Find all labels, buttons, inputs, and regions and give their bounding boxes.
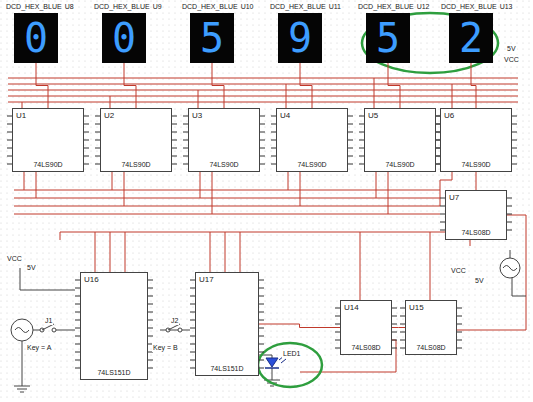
part-name: U4 bbox=[280, 111, 290, 120]
schematic-label: 5V bbox=[474, 276, 485, 285]
display-digit: 5 bbox=[190, 13, 234, 63]
ic-chip: U14 74LS08D bbox=[340, 300, 392, 355]
signal-source bbox=[500, 258, 520, 278]
part-model: 74LS90D bbox=[365, 160, 435, 169]
part-name: U16 bbox=[84, 275, 99, 284]
part-name: U12 bbox=[417, 3, 430, 10]
part-model: 74LS151D bbox=[81, 368, 147, 377]
part-model: 74LS08D bbox=[406, 343, 456, 352]
schematic-label: Key = A bbox=[26, 343, 52, 352]
part-model: 74LS90D bbox=[13, 160, 83, 169]
display-heading: DCD_HEX_BLUEU13 bbox=[441, 2, 515, 11]
schematic-label: LED1 bbox=[282, 349, 302, 358]
schematic-label: J1 bbox=[44, 316, 53, 325]
display-screen: 5 bbox=[366, 13, 410, 63]
ic-chip: U5 74LS90D bbox=[364, 108, 436, 172]
display-heading: DCD_HEX_BLUEU9 bbox=[94, 2, 165, 11]
ic-chip: U15 74LS08D bbox=[405, 300, 457, 355]
schematic-label: VCC bbox=[503, 55, 520, 64]
wire-connector bbox=[388, 63, 400, 108]
part-model: 74LS08D bbox=[341, 343, 391, 352]
part-name: U1 bbox=[16, 111, 26, 120]
display-heading: DCD_HEX_BLUEU8 bbox=[6, 2, 77, 11]
wire-connector bbox=[212, 63, 224, 108]
display-digit: 2 bbox=[449, 13, 493, 63]
part-model: 74LS90D bbox=[101, 160, 171, 169]
display-screen: 0 bbox=[102, 13, 146, 63]
seven-segment-display: DCD_HEX_BLUEU125 bbox=[366, 2, 410, 63]
wire-connector bbox=[392, 327, 405, 328]
switch-j1 bbox=[40, 324, 56, 332]
wire-connector bbox=[124, 63, 136, 108]
schematic-label: Key = B bbox=[152, 343, 179, 352]
signal-source bbox=[11, 319, 33, 341]
display-digit: 9 bbox=[278, 13, 322, 63]
part-name: U15 bbox=[409, 303, 424, 312]
display-screen: 5 bbox=[190, 13, 234, 63]
part-model: DCD_HEX_BLUE bbox=[270, 3, 326, 10]
display-heading: DCD_HEX_BLUEU10 bbox=[182, 2, 256, 11]
part-name: U6 bbox=[444, 111, 454, 120]
display-screen: 2 bbox=[449, 13, 493, 63]
wire-connector bbox=[259, 324, 340, 328]
schematic-label: VCC bbox=[450, 266, 467, 275]
seven-segment-display: DCD_HEX_BLUEU80 bbox=[14, 2, 58, 63]
part-model: DCD_HEX_BLUE bbox=[358, 3, 414, 10]
part-model: DCD_HEX_BLUE bbox=[182, 3, 238, 10]
display-heading: DCD_HEX_BLUEU11 bbox=[270, 2, 344, 11]
part-model: DCD_HEX_BLUE bbox=[94, 3, 150, 10]
part-name: U3 bbox=[192, 111, 202, 120]
switch-j2 bbox=[166, 324, 182, 332]
schematic-label: VCC bbox=[6, 254, 23, 263]
part-name: U14 bbox=[344, 303, 359, 312]
schematic-label: 5V bbox=[26, 263, 37, 272]
part-name: U13 bbox=[500, 3, 513, 10]
part-model: 74LS90D bbox=[189, 160, 259, 169]
display-digit: 5 bbox=[366, 13, 410, 63]
part-model: 74LS90D bbox=[441, 160, 511, 169]
schematic-label: 5V bbox=[506, 44, 517, 53]
part-name: U7 bbox=[449, 193, 459, 202]
part-model: 74LS151D bbox=[196, 364, 258, 373]
ic-chip: U2 74LS90D bbox=[100, 108, 172, 172]
ic-chip: U6 74LS90D bbox=[440, 108, 512, 172]
wire-connector bbox=[476, 172, 477, 190]
wire-connector bbox=[300, 63, 312, 108]
part-name: U8 bbox=[65, 3, 74, 10]
display-heading: DCD_HEX_BLUEU12 bbox=[358, 2, 432, 11]
seven-segment-display: DCD_HEX_BLUEU132 bbox=[449, 2, 493, 63]
part-name: U5 bbox=[368, 111, 378, 120]
display-digit: 0 bbox=[102, 13, 146, 63]
part-model: DCD_HEX_BLUE bbox=[441, 3, 497, 10]
part-name: U10 bbox=[241, 3, 254, 10]
wire-connector bbox=[471, 63, 476, 108]
display-screen: 9 bbox=[278, 13, 322, 63]
ic-chip: U17 74LS151D bbox=[195, 272, 259, 376]
seven-segment-display: DCD_HEX_BLUEU119 bbox=[278, 2, 322, 63]
ic-chip: U7 74LS08D bbox=[445, 190, 507, 240]
part-model: DCD_HEX_BLUE bbox=[6, 3, 62, 10]
part-name: U11 bbox=[329, 3, 341, 10]
highlight-ellipse bbox=[362, 13, 498, 73]
control-wires bbox=[14, 250, 526, 392]
display-screen: 0 bbox=[14, 13, 58, 63]
part-name: U2 bbox=[104, 111, 114, 120]
ic-chip: U1 74LS90D bbox=[12, 108, 84, 172]
part-name: U9 bbox=[153, 3, 162, 10]
display-digit: 0 bbox=[14, 13, 58, 63]
ic-chip: U4 74LS90D bbox=[276, 108, 348, 172]
seven-segment-display: DCD_HEX_BLUEU105 bbox=[190, 2, 234, 63]
highlight-ellipse bbox=[258, 343, 322, 387]
ic-chip: U16 74LS151D bbox=[80, 272, 148, 380]
part-model: 74LS90D bbox=[277, 160, 347, 169]
schematic-label: J2 bbox=[170, 316, 179, 325]
ic-chip: U3 74LS90D bbox=[188, 108, 260, 172]
wire-connector bbox=[36, 63, 48, 108]
seven-segment-display: DCD_HEX_BLUEU90 bbox=[102, 2, 146, 63]
part-model: 74LS08D bbox=[446, 228, 506, 237]
part-name: U17 bbox=[199, 275, 214, 284]
